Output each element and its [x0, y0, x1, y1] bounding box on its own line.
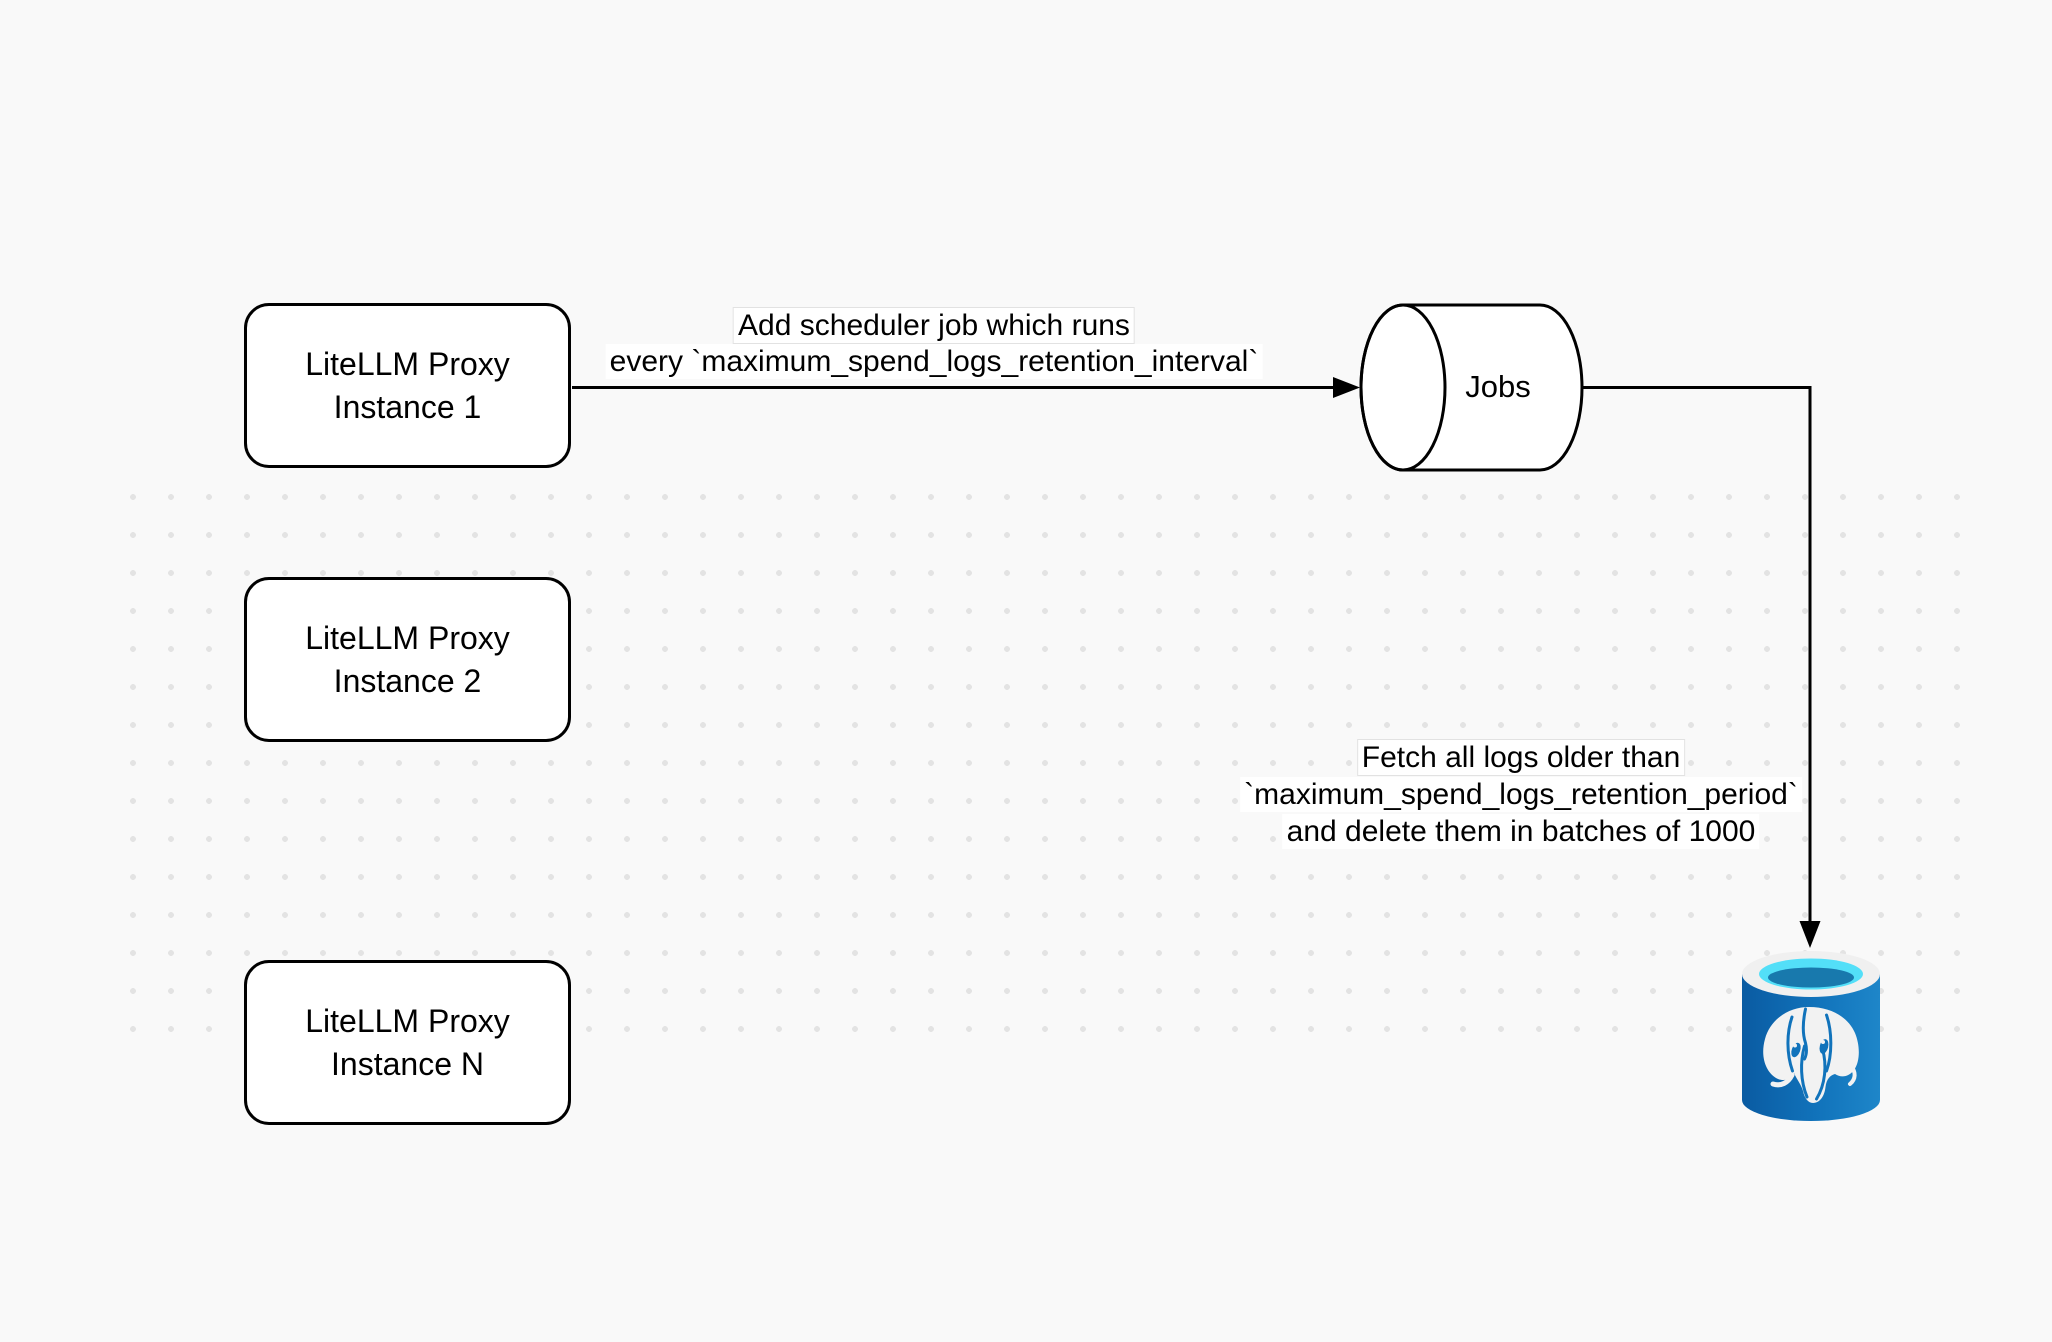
- edge-label-scheduler-line2: every `maximum_spend_logs_retention_inte…: [605, 344, 1263, 379]
- postgres-cylinder-water-shadow: [1768, 967, 1854, 988]
- elephant-tusk: [1770, 1072, 1795, 1088]
- edge-label-fetch-line1: Fetch all logs older than: [1356, 739, 1686, 776]
- edge-label-scheduler: Add scheduler job which runs every `maxi…: [605, 307, 1263, 380]
- edge-fetch: [1583, 386, 1821, 948]
- node-label-line: Instance 1: [333, 388, 482, 425]
- jobs-node-label: Jobs: [1465, 369, 1531, 404]
- jobs-cylinder: [1359, 303, 1584, 472]
- postgres-elephant-icon: [1763, 1007, 1859, 1103]
- edge-scheduler: [572, 377, 1360, 398]
- edge-fetch-line: [1583, 386, 1812, 923]
- node-label-line: LiteLLM Proxy: [305, 1002, 510, 1039]
- node-label-line: Instance 2: [333, 662, 482, 699]
- edge-label-fetch: Fetch all logs older than `maximum_spend…: [1240, 739, 1802, 850]
- postgres-database-icon: [1742, 951, 1880, 1121]
- node-litellm-proxy-instance-n: LiteLLM Proxy Instance N: [244, 960, 571, 1125]
- elephant-left-eye-highlight: [1793, 1043, 1797, 1048]
- node-label-line: LiteLLM Proxy: [305, 345, 510, 382]
- edge-fetch-arrowhead-icon: [1799, 921, 1821, 948]
- edge-label-scheduler-line1: Add scheduler job which runs: [733, 307, 1135, 344]
- edge-label-fetch-line3: and delete them in batches of 1000: [1282, 814, 1760, 849]
- jobs-cylinder-cap: [1359, 303, 1447, 472]
- node-litellm-proxy-instance-2: LiteLLM Proxy Instance 2: [244, 577, 571, 742]
- node-litellm-proxy-instance-1: LiteLLM Proxy Instance 1: [244, 303, 571, 468]
- node-label-line: Instance N: [331, 1045, 484, 1082]
- node-label-line: LiteLLM Proxy: [305, 619, 510, 656]
- edge-label-fetch-line2: `maximum_spend_logs_retention_period`: [1240, 777, 1802, 812]
- edge-scheduler-arrowhead-icon: [1333, 377, 1360, 398]
- elephant-tail: [1848, 1064, 1857, 1086]
- elephant-right-eye-highlight: [1821, 1040, 1825, 1044]
